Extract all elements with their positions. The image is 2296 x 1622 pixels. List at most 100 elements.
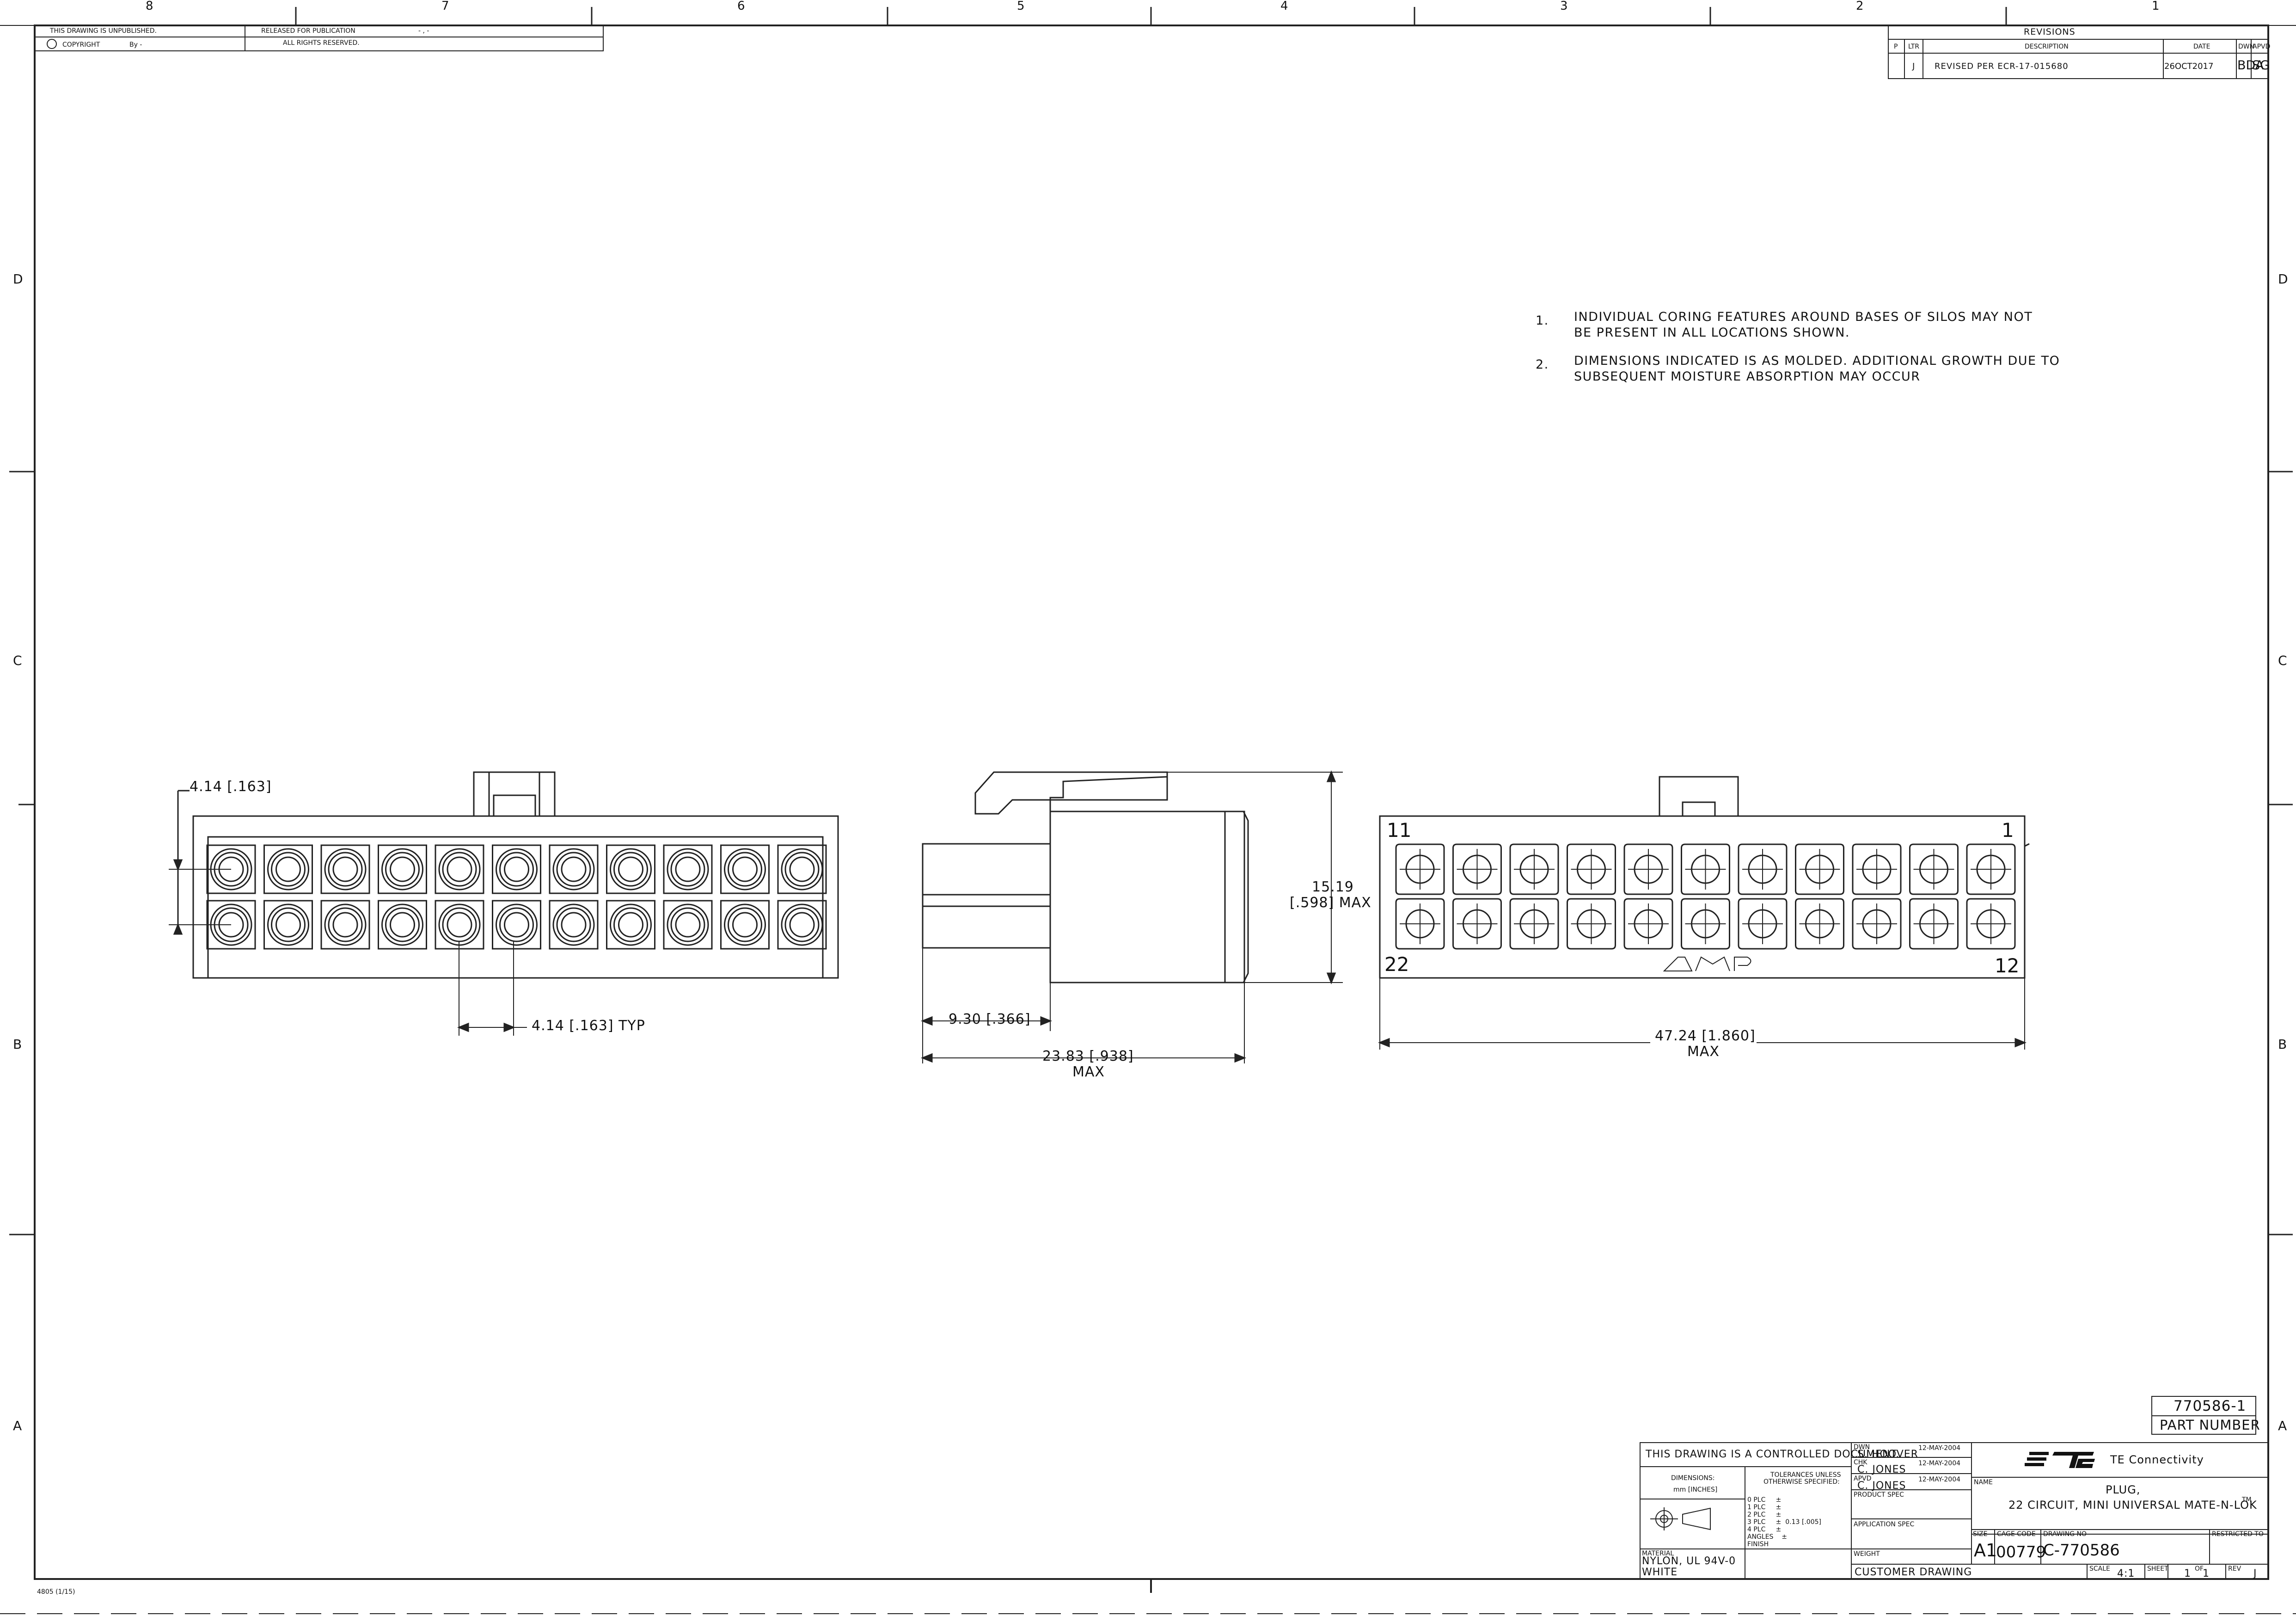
- te-logo: [2025, 1452, 2095, 1468]
- side-dim-length-max: MAX: [1072, 1064, 1105, 1080]
- rev-row-apvd: SG: [2252, 58, 2270, 73]
- apvd-label: APVD: [1854, 1475, 1872, 1482]
- row-label-a-left: A: [13, 1418, 22, 1433]
- front-cavity: [1452, 843, 1502, 895]
- front-cavity: [1395, 843, 1445, 895]
- dwn-name: S. HOOVER: [1857, 1449, 1918, 1460]
- sheet-label: SHEET: [2147, 1565, 2168, 1573]
- sheet-value: 1: [2184, 1568, 2191, 1579]
- dimensions-label: DIMENSIONS:: [1671, 1475, 1715, 1482]
- col-label-5: 5: [1017, 0, 1025, 13]
- rear-cavity: [720, 844, 770, 894]
- col-label-6: 6: [737, 0, 745, 13]
- scale-label: SCALE: [2089, 1565, 2110, 1573]
- front-cavity: [1852, 843, 1902, 895]
- row-label-c-left: C: [13, 653, 22, 668]
- note-1-line-1: INDIVIDUAL CORING FEATURES AROUND BASES …: [1574, 310, 2033, 324]
- part-number-label: PART NUMBER: [2160, 1417, 2260, 1433]
- part-number-value: 770586-1: [2174, 1398, 2247, 1414]
- front-cavity: [1509, 898, 1559, 950]
- rev-row-dwn: BDA: [2237, 58, 2264, 73]
- revisions-block: [1888, 25, 2269, 79]
- note-1-line-2: BE PRESENT IN ALL LOCATIONS SHOWN.: [1574, 326, 1850, 340]
- finish-label: FINISH: [1747, 1541, 1769, 1548]
- material-label: MATERIAL: [1642, 1550, 1674, 1557]
- rear-cavity: [663, 900, 713, 950]
- row-label-a-right: A: [2278, 1418, 2287, 1433]
- front-cavity: [1738, 843, 1788, 895]
- of-value: 1: [2203, 1568, 2210, 1579]
- front-cavity: [1795, 843, 1844, 895]
- front-view: [1378, 776, 2030, 1050]
- side-dim-length: 23.83 [.938]: [1042, 1048, 1134, 1064]
- rev-row-description: REVISED PER ECR-17-015680: [1935, 61, 2069, 71]
- rev-head-p: P: [1894, 43, 1898, 50]
- title-block: [1640, 1442, 2269, 1579]
- rev-row-ltr: J: [1912, 61, 1915, 71]
- front-pin-11: 11: [1387, 819, 1412, 842]
- customer-drawing-label: CUSTOMER DRAWING: [1855, 1567, 1972, 1578]
- col-label-8: 8: [146, 0, 153, 13]
- note-2-number: 2.: [1536, 357, 1549, 372]
- rear-cavity-grid: [206, 844, 827, 950]
- drawing-no-label: DRAWING NO: [2043, 1530, 2087, 1538]
- controlled-document-text: THIS DRAWING IS A CONTROLLED DOCUMENT.: [1646, 1449, 1900, 1460]
- side-dim-height-inch: [.598] MAX: [1290, 895, 1371, 911]
- row-label-b-left: B: [13, 1037, 22, 1052]
- tol-row-3: 3 PLC ± 0.13 [.005]: [1747, 1518, 1821, 1526]
- of-label: OF: [2195, 1565, 2204, 1573]
- apvd-date: 12-MAY-2004: [1918, 1476, 1961, 1483]
- row-label-d-left: D: [13, 271, 23, 287]
- rear-cavity: [549, 900, 599, 950]
- row-label-b-right: B: [2278, 1037, 2287, 1052]
- side-dim-short: 9.30 [.366]: [949, 1011, 1031, 1027]
- form-number: 4805 (1/15): [37, 1588, 75, 1596]
- rev-label: REV: [2228, 1565, 2241, 1573]
- trademark: TM: [2242, 1496, 2252, 1504]
- front-cavity: [1623, 843, 1673, 895]
- part-number-box: [2151, 1396, 2256, 1435]
- front-cavity: [1623, 898, 1673, 950]
- front-dim-width: 47.24 [1.860]: [1655, 1028, 1756, 1044]
- rear-cavity: [606, 900, 655, 950]
- released-text: RELEASED FOR PUBLICATION: [261, 27, 355, 35]
- tol-row-1: 1 PLC ±: [1747, 1504, 1782, 1511]
- rev-head-ltr: LTR: [1908, 43, 1920, 50]
- front-cavity: [1395, 898, 1445, 950]
- material-line-2: WHITE: [1642, 1567, 1678, 1578]
- front-cavity: [1795, 898, 1844, 950]
- front-cavity: [1452, 898, 1502, 950]
- front-cavity: [1909, 843, 1959, 895]
- front-cavity: [1909, 898, 1959, 950]
- rear-cavity: [378, 844, 427, 894]
- rev-head-dwn: DWN: [2238, 43, 2255, 50]
- rear-dim-top: 4.14 [.163]: [190, 779, 272, 795]
- restricted-label: RESTRICTED TO: [2212, 1530, 2264, 1538]
- tolerances-line-1: TOLERANCES UNLESS: [1770, 1471, 1841, 1479]
- note-2-line-1: DIMENSIONS INDICATED IS AS MOLDED. ADDIT…: [1574, 354, 2060, 368]
- tol-row-angles: ANGLES ±: [1747, 1533, 1787, 1541]
- col-label-4: 4: [1280, 0, 1288, 13]
- rev-head-apvd: APVD: [2253, 43, 2271, 50]
- front-cavity: [1966, 898, 2016, 950]
- col-label-7: 7: [441, 0, 449, 13]
- unpublished-text: THIS DRAWING IS UNPUBLISHED.: [50, 27, 157, 35]
- row-label-c-right: C: [2278, 653, 2287, 668]
- rear-cavity: [435, 844, 484, 894]
- application-spec-label: APPLICATION SPEC: [1854, 1521, 1915, 1528]
- dwn-date: 12-MAY-2004: [1918, 1444, 1961, 1452]
- side-view: [920, 770, 1343, 1063]
- rev-head-description: DESCRIPTION: [2025, 43, 2069, 50]
- company-name: TE Connectivity: [2110, 1453, 2204, 1466]
- drawing-no-value: C-770586: [2043, 1541, 2120, 1560]
- tol-row-0: 0 PLC ±: [1747, 1496, 1782, 1504]
- rear-cavity: [606, 844, 655, 894]
- note-1-number: 1.: [1536, 313, 1549, 328]
- front-cavity: [1852, 898, 1902, 950]
- rear-cavity: [320, 900, 370, 950]
- weight-label: WEIGHT: [1854, 1550, 1880, 1558]
- release-block: [34, 25, 604, 51]
- name-label: NAME: [1974, 1479, 1993, 1486]
- col-label-3: 3: [1560, 0, 1568, 13]
